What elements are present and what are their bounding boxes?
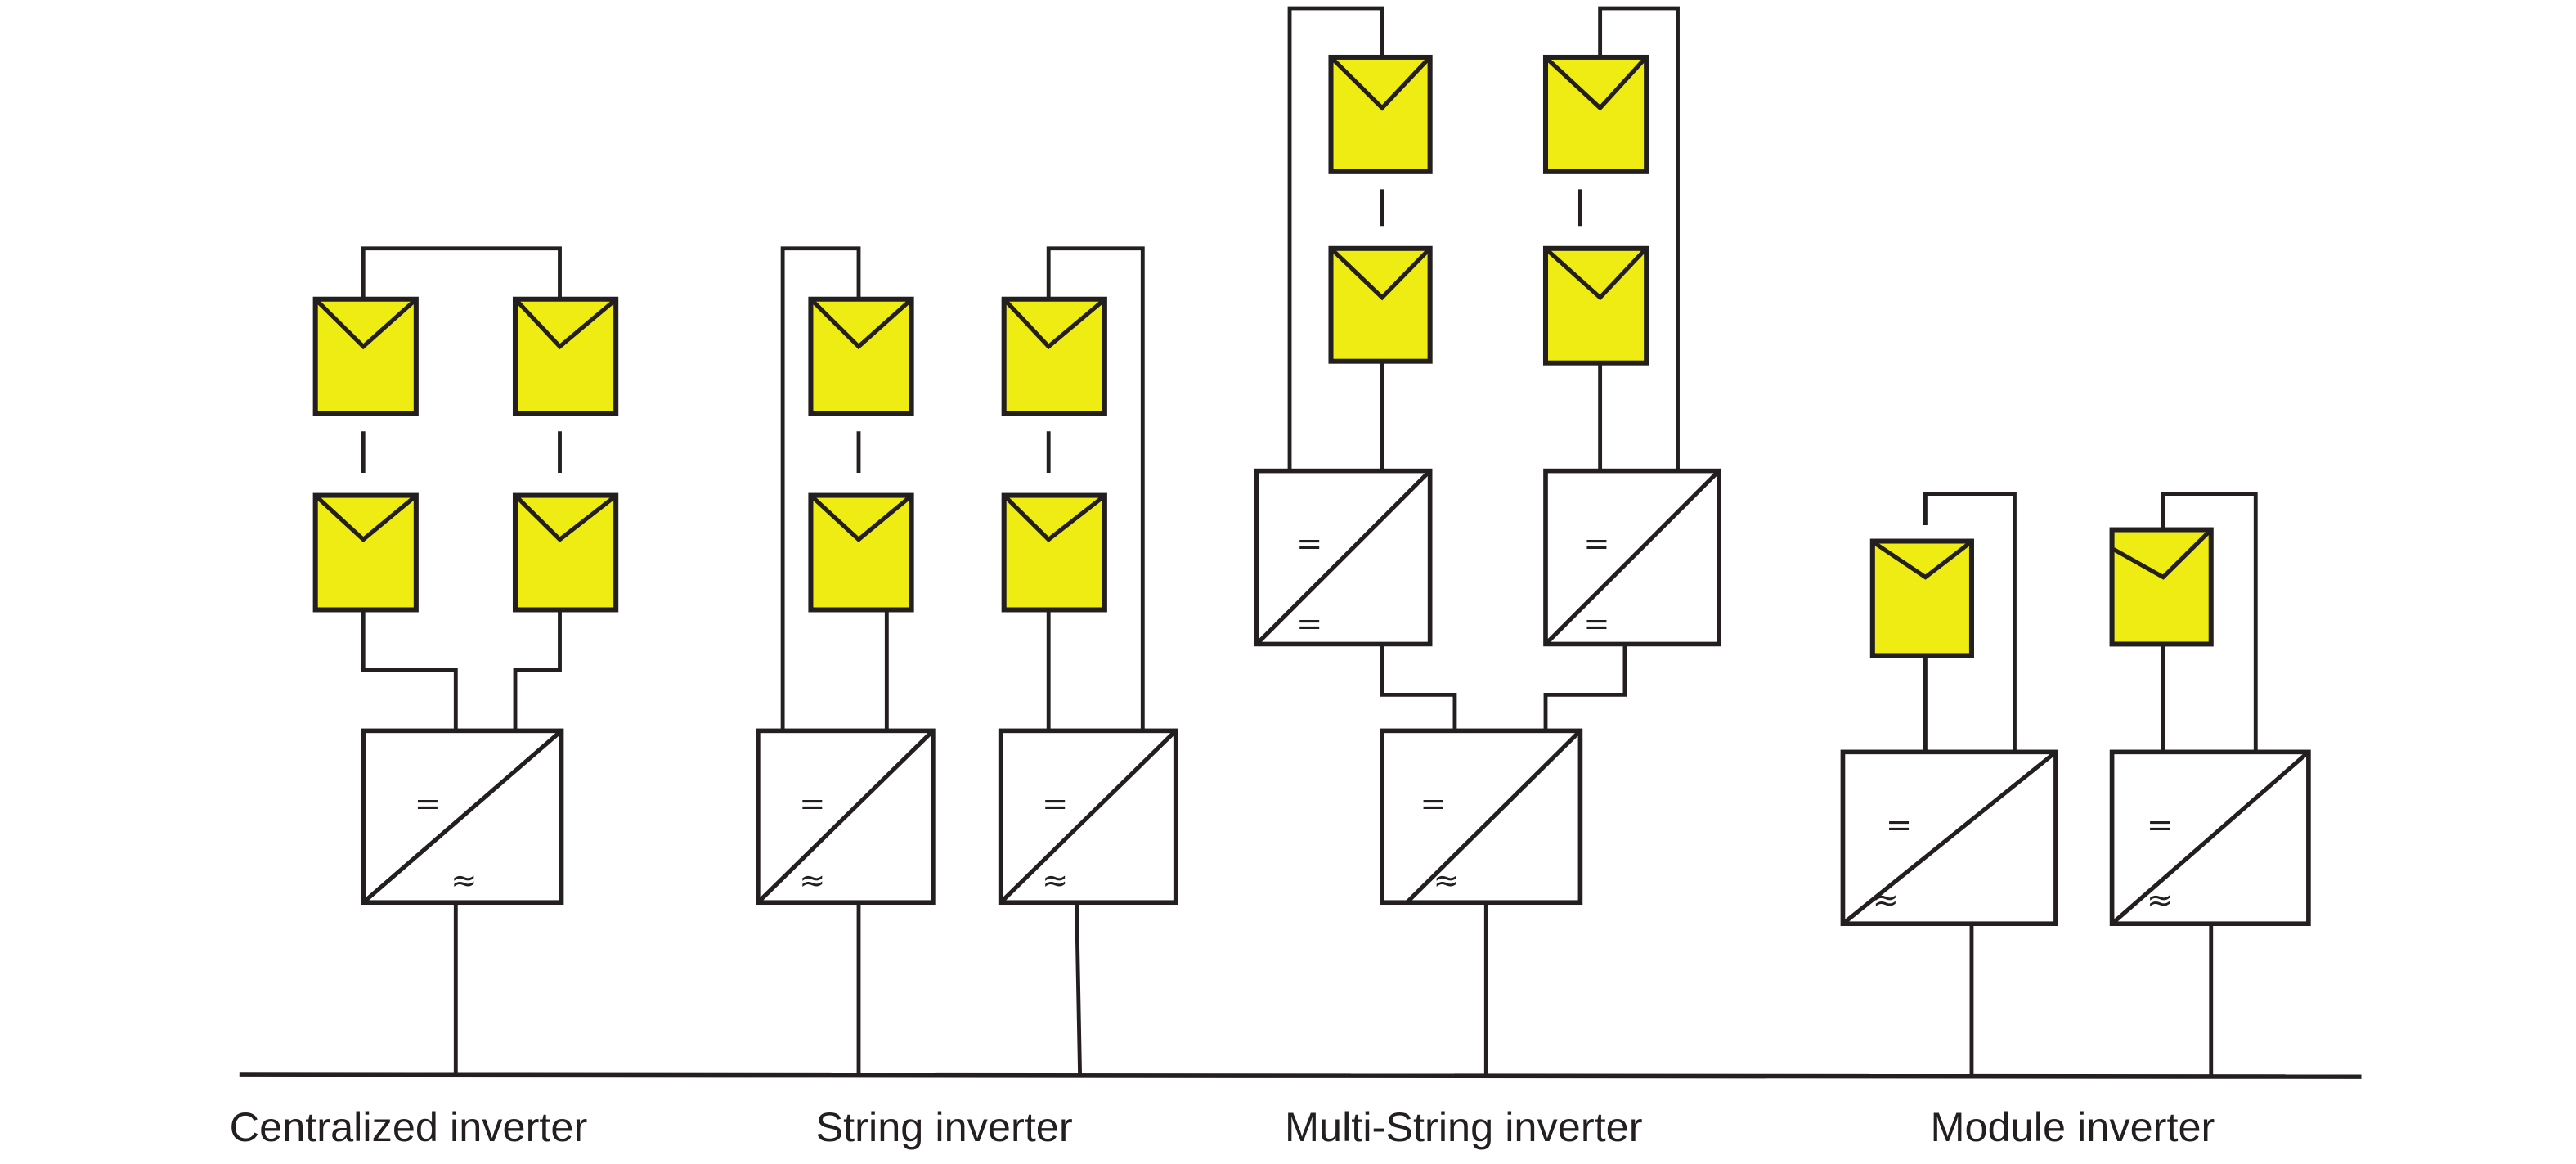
dc-ac-inverter: = ≈	[1380, 728, 1583, 906]
pv-module	[1328, 245, 1433, 364]
dc-ac-inverter: = ≈	[998, 728, 1178, 906]
pv-module	[808, 296, 914, 416]
pv-module	[312, 492, 419, 613]
topology-label: Multi-String inverter	[1285, 1104, 1643, 1150]
ac-symbol: ≈	[1873, 882, 1899, 918]
dc-symbol: =	[1296, 526, 1322, 562]
ac-output-wire	[1075, 900, 1083, 1076]
pv-module	[1542, 54, 1649, 174]
string-return-wire	[1046, 246, 1145, 733]
dc-symbol: =	[799, 785, 825, 821]
pv-module	[1328, 54, 1433, 174]
string-return-wire	[1287, 6, 1384, 473]
string-return-wire	[1598, 6, 1680, 473]
topology-multi-string: = = = = = ≈ Multi-Strin	[1254, 6, 1721, 1150]
module-return-wire	[1923, 492, 2017, 754]
dc-link-wire	[1543, 642, 1627, 733]
pv-module	[512, 296, 619, 416]
dc-ac-inverter: = ≈	[756, 728, 936, 906]
ac-grid-bus	[239, 1072, 2362, 1079]
topology-module: = ≈ = ≈ Module inverter	[1840, 492, 2311, 1150]
topology-label: Centralized inverter	[230, 1104, 588, 1150]
pv-module	[2109, 527, 2214, 647]
dc-symbol: =	[1886, 807, 1912, 843]
dc-symbol: =	[1583, 526, 1609, 562]
topology-string: = ≈ = ≈ String inverter	[756, 246, 1178, 1150]
dc-ac-inverter: = ≈	[361, 728, 564, 906]
dc-dc-converter: = =	[1254, 468, 1433, 647]
string-wire	[361, 608, 458, 733]
pv-module	[1542, 245, 1649, 366]
ac-symbol: ≈	[451, 862, 477, 898]
topology-centralized: = ≈ Centralized inverter	[230, 246, 619, 1150]
pv-module	[1869, 538, 1974, 658]
ac-symbol: ≈	[799, 862, 825, 898]
pv-module	[1001, 296, 1107, 416]
dc-symbol: =	[1042, 785, 1068, 821]
dc-ac-inverter: = ≈	[1840, 749, 2058, 927]
pv-module	[808, 492, 914, 613]
dc-symbol: =	[2147, 807, 2173, 843]
dc-ac-inverter: = ≈	[2109, 749, 2311, 927]
pv-module	[312, 296, 419, 416]
dc-dc-converter: = =	[1543, 468, 1721, 647]
string-return-wire	[780, 246, 861, 733]
parallel-connector-top	[361, 246, 562, 302]
dc-symbol: =	[1420, 785, 1447, 821]
pv-module	[1001, 492, 1107, 613]
module-return-wire	[2161, 492, 2258, 754]
dc-symbol: =	[1583, 606, 1609, 642]
ac-symbol: ≈	[1042, 862, 1068, 898]
dc-symbol: =	[1296, 606, 1322, 642]
topology-label: String inverter	[816, 1104, 1073, 1150]
dc-link-wire	[1380, 642, 1457, 733]
ac-symbol: ≈	[1434, 862, 1460, 898]
dc-symbol: =	[415, 785, 441, 821]
string-wire	[513, 608, 562, 733]
topology-label: Module inverter	[1930, 1104, 2215, 1150]
pv-module	[512, 492, 619, 613]
ac-symbol: ≈	[2147, 882, 2173, 918]
